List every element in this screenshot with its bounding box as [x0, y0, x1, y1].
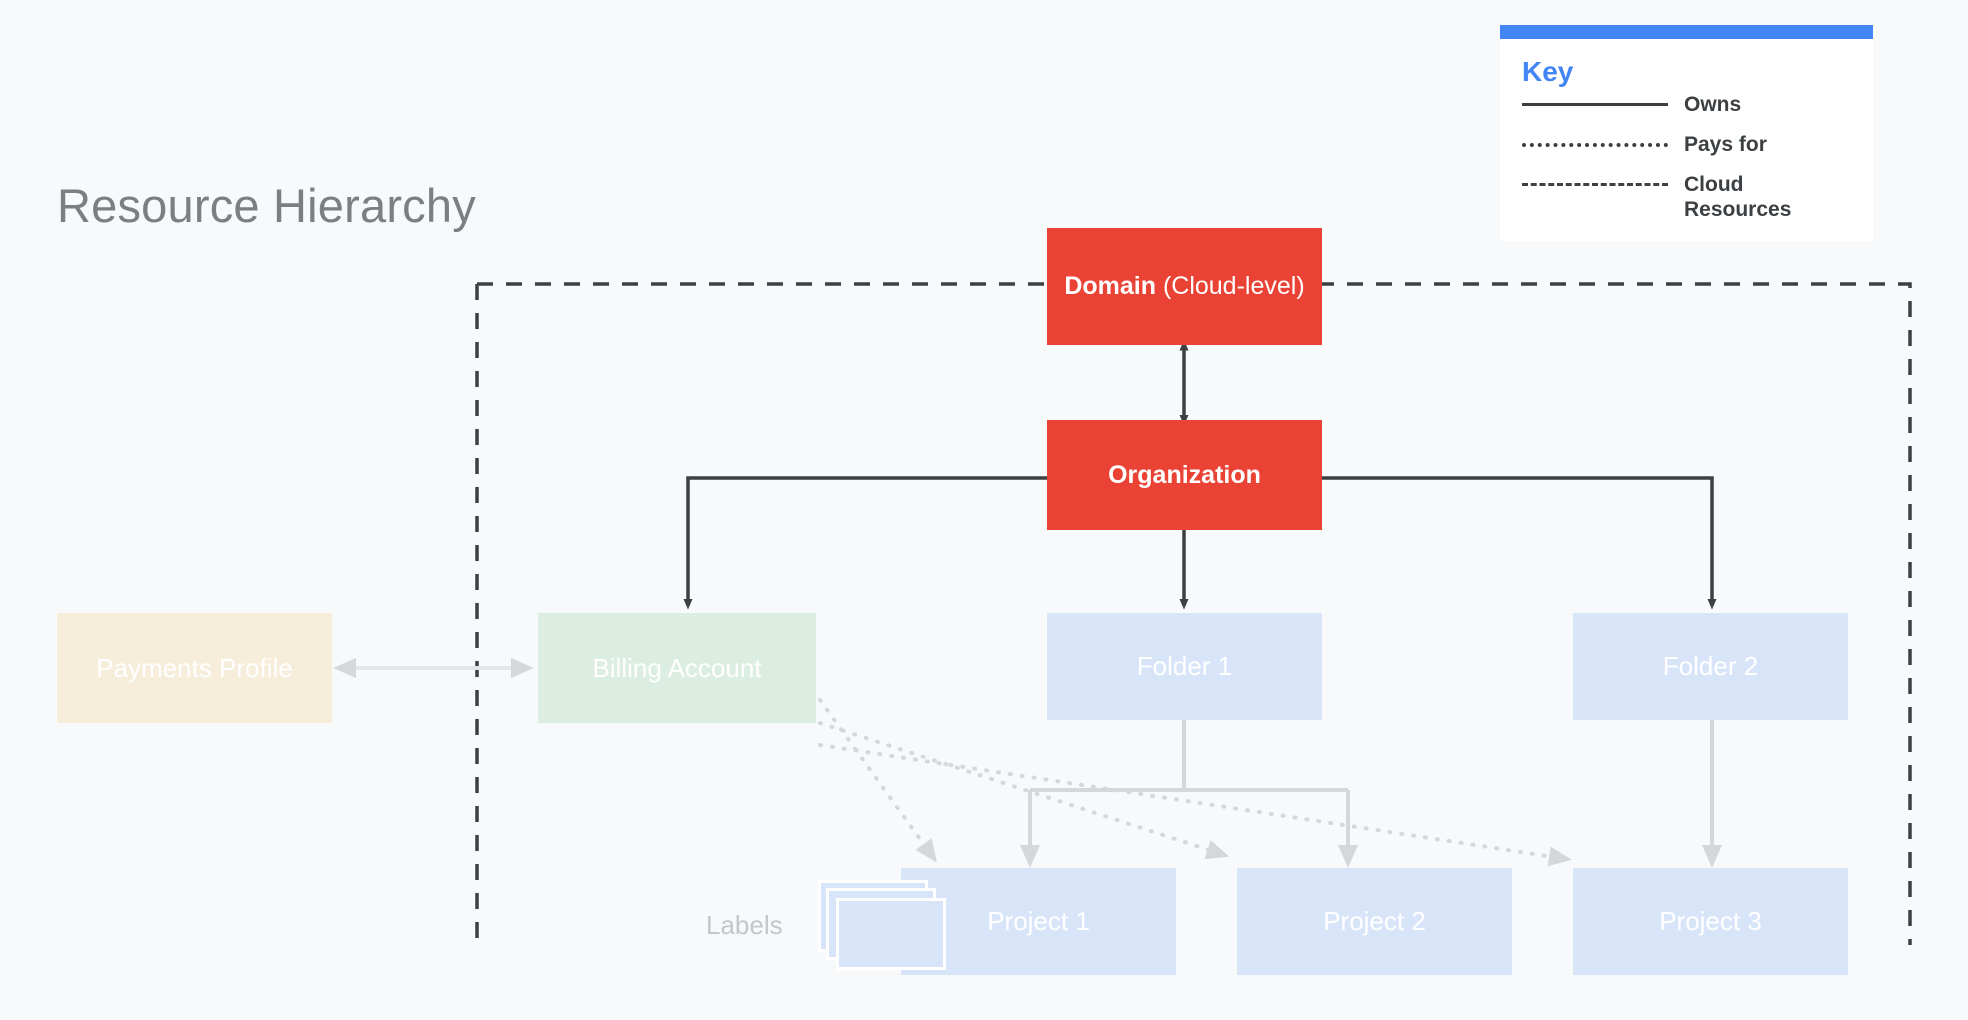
edge-billing-project2 — [818, 721, 1230, 860]
node-project-3[interactable]: Project 3 — [1573, 868, 1848, 975]
labels-card-front — [836, 898, 946, 970]
solid-line-icon — [1522, 92, 1668, 116]
edge-billing-project1 — [818, 698, 938, 863]
legend-accent-bar — [1500, 25, 1873, 39]
legend-label-cloud-resources: Cloud Resources — [1684, 172, 1792, 222]
node-project-1-label: Project 1 — [987, 906, 1090, 936]
node-organization[interactable]: Organization — [1047, 420, 1322, 530]
node-folder-2-label: Folder 2 — [1662, 651, 1759, 681]
legend-label-owns: Owns — [1684, 92, 1742, 116]
legend-title: Key — [1522, 56, 1574, 87]
node-project-2-label: Project 2 — [1323, 906, 1426, 936]
node-billing-account[interactable]: Billing Account — [538, 613, 816, 723]
node-payments-profile-label: Payments Profile — [96, 652, 293, 683]
dashed-line-icon — [1522, 172, 1668, 196]
legend-row-pays-for: Pays for — [1522, 132, 1851, 160]
node-domain-label-rest: (Cloud-level) — [1156, 272, 1305, 300]
edge-billing-project3 — [818, 743, 1572, 867]
node-project-3-label: Project 3 — [1659, 906, 1762, 936]
node-folder-2[interactable]: Folder 2 — [1573, 613, 1848, 720]
legend-row-owns: Owns — [1522, 92, 1851, 120]
node-domain-label: Domain (Cloud-level) — [1064, 272, 1304, 301]
legend-body: Key Owns Pays for Cloud Resources — [1500, 39, 1873, 241]
labels-stack-icon[interactable] — [818, 880, 948, 975]
dotted-line-icon — [1522, 132, 1668, 156]
node-organization-label: Organization — [1108, 460, 1261, 489]
page-title: Resource Hierarchy — [57, 179, 476, 232]
node-billing-account-label: Billing Account — [592, 652, 762, 683]
edge-organization-folder2 — [1322, 476, 1717, 610]
node-folder-1[interactable]: Folder 1 — [1047, 613, 1322, 720]
legend-row-cloud-resources: Cloud Resources — [1522, 172, 1851, 223]
legend-panel: Key Owns Pays for Cloud Resources — [1500, 25, 1873, 242]
node-project-2[interactable]: Project 2 — [1237, 868, 1512, 975]
edge-organization-billing-account — [683, 476, 1047, 610]
node-folder-1-label: Folder 1 — [1136, 651, 1233, 681]
node-payments-profile[interactable]: Payments Profile — [57, 613, 332, 723]
node-domain-label-bold: Domain — [1064, 272, 1156, 300]
node-domain[interactable]: Domain (Cloud-level) — [1047, 228, 1322, 345]
legend-label-pays-for: Pays for — [1684, 132, 1767, 156]
labels-caption: Labels — [706, 910, 783, 940]
